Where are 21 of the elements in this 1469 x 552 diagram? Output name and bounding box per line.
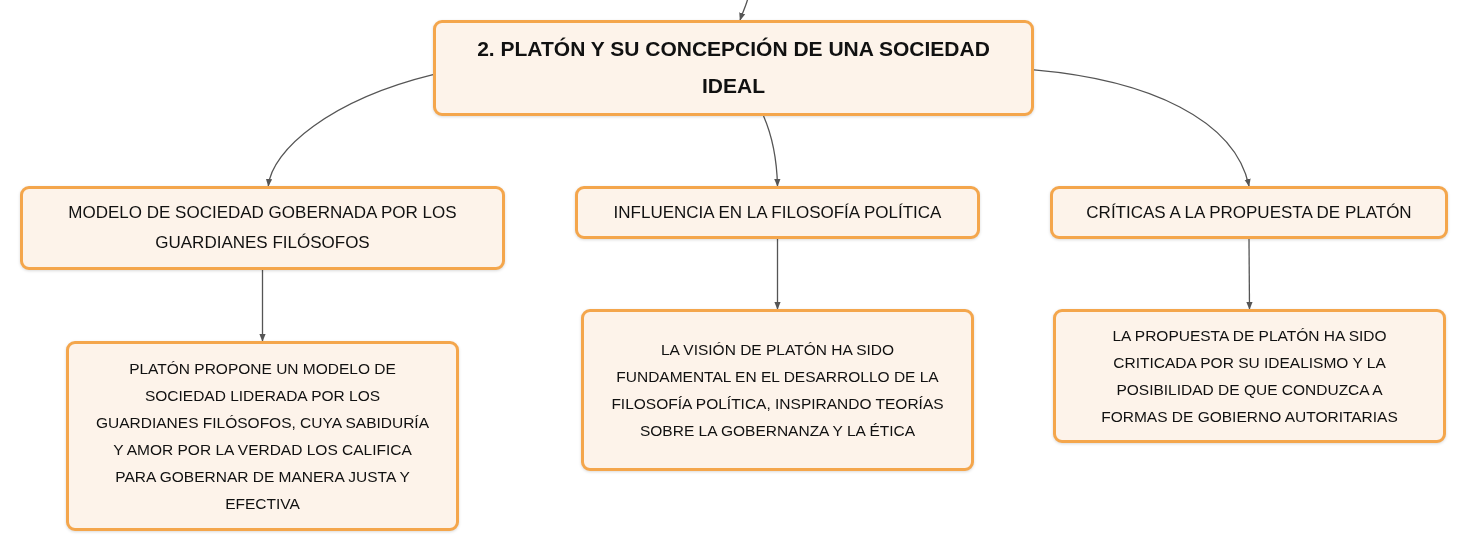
subtopic-box [1050,186,1448,239]
node-text: CRÍTICAS A LA PROPUESTA DE PLATÓN [1086,201,1412,224]
description-box [1053,309,1446,443]
connector-arrow [762,115,781,187]
connector-arrow [774,238,781,310]
connector-arrow [739,0,749,21]
node-text: PLATÓN PROPONE UN MODELO DE SOCIEDAD LIDERADA POR LOS GUARDIANES FILÓSOFOS, CUYA SABIDURÍA Y AMOR POR LA VERDAD LOS CALIFICA PARA GOBERNAR DE MANERA JUSTA Y EFECTIVA [95,358,430,515]
connector-arrow [266,74,434,187]
subtopic-box [20,186,505,270]
node-text: LA PROPUESTA DE PLATÓN HA SIDO CRITICADA POR SU IDEALISMO Y LA POSIBILIDAD DE QUE CONDUZCA A FORMAS DE GOBIERNO AUTORITARIAS [1100,325,1399,428]
description-box [581,309,974,471]
subtopic-box [575,186,980,239]
node-text: 2. PLATÓN Y SU CONCEPCIÓN DE UNA SOCIEDAD IDEAL [476,36,991,99]
connector-arrow [1033,69,1250,187]
node-text: MODELO DE SOCIEDAD GOBERNADA POR LOS GUARDIANES FILÓSOFOS [67,202,458,254]
connector-arrow [259,269,266,342]
node-text: LA VISIÓN DE PLATÓN HA SIDO FUNDAMENTAL EN EL DESARROLLO DE LA FILOSOFÍA POLÍTICA, INSPIRANDO TEORÍAS SOBRE LA GOBERNANZA Y LA ÉTICA [610,339,945,442]
topic-box [433,20,1034,116]
node-text: INFLUENCIA EN LA FILOSOFÍA POLÍTICA [613,201,942,224]
description-box [66,341,459,531]
connector-arrow [1246,238,1253,310]
